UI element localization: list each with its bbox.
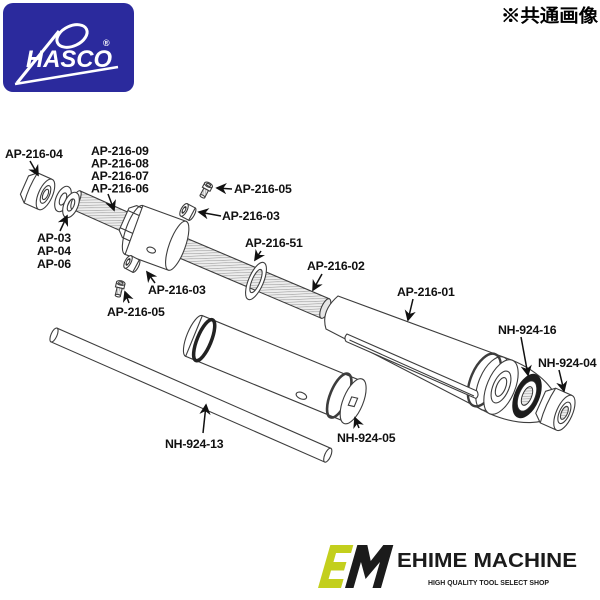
leader-arrow-nh-924-13 xyxy=(199,403,211,434)
part-sleeve-nh-924-05 xyxy=(182,314,367,425)
part-cylinder-ap-216-01 xyxy=(324,295,558,424)
leader-arrow-ap-216-05-bottom xyxy=(122,290,134,304)
leader-arrow-ap-216-05-top xyxy=(215,183,233,195)
part-screw-ap-216-05-top xyxy=(199,181,214,199)
part-label-ap-216-51: AP-216-51 xyxy=(245,236,303,250)
part-rod-nh-924-13 xyxy=(49,327,333,463)
part-oring-nh-924-16 xyxy=(512,373,542,419)
part-label-ap-216-03-top: AP-216-03 xyxy=(222,209,280,223)
part-label-ap-216-07: AP-216-07 xyxy=(91,169,149,183)
part-label-ap-216-09: AP-216-09 xyxy=(91,144,149,158)
hasco-swoosh-loop xyxy=(55,23,89,49)
leader-arrow-ap-216-06 xyxy=(105,193,116,212)
part-label-ap-03: AP-03 xyxy=(37,231,71,245)
part-label-ap-216-04: AP-216-04 xyxy=(5,147,63,161)
leader-arrow-nh-924-16 xyxy=(520,336,532,377)
coupler-side-hole xyxy=(146,246,157,254)
ehime-machine-wordmark: EHIME MACHINE xyxy=(397,550,577,572)
leader-arrow-nh-924-04 xyxy=(556,369,568,393)
leader-arrow-nh-924-05 xyxy=(353,416,364,429)
part-label-ap-216-05-top: AP-216-05 xyxy=(234,182,292,196)
sleeve-band-left xyxy=(191,317,217,363)
ehime-machine-tagline: HIGH QUALITY TOOL SELECT SHOP xyxy=(428,578,549,587)
part-label-nh-924-04: NH-924-04 xyxy=(538,356,597,370)
part-washer-ap-216-51 xyxy=(245,261,267,301)
em-logo-m xyxy=(345,545,394,588)
part-nut-ap-216-04 xyxy=(19,172,56,211)
leader-arrow-ap-216-04 xyxy=(28,160,39,177)
part-label-ap-04: AP-04 xyxy=(37,244,71,258)
hasco-logo: HASCO ® xyxy=(3,3,134,92)
part-label-nh-924-16: NH-924-16 xyxy=(498,323,557,337)
part-bushing-ap-216-03-top xyxy=(179,202,197,222)
part-bushing-ap-216-03-bottom xyxy=(123,254,141,274)
leader-arrow-ap-216-51 xyxy=(254,248,265,262)
hasco-swoosh-underline xyxy=(14,65,119,86)
part-labels: AP-216-04 AP-216-09 AP-216-08 AP-216-07 … xyxy=(5,144,597,451)
hasco-registered-mark: ® xyxy=(103,38,110,48)
hasco-swoosh-diagonal xyxy=(15,30,61,84)
leader-arrows xyxy=(28,160,568,434)
part-coupler-body xyxy=(121,204,190,271)
em-logo-e xyxy=(318,545,354,588)
part-label-ap-216-03-bottom: AP-216-03 xyxy=(148,283,206,297)
part-screw-ap-216-05-bottom xyxy=(114,280,126,298)
ehime-machine-logo: EHIME MACHINE HIGH QUALITY TOOL SELECT S… xyxy=(318,545,577,588)
part-label-ap-06: AP-06 xyxy=(37,257,71,271)
ehime-logo-mark xyxy=(318,545,394,588)
part-label-ap-216-01: AP-216-01 xyxy=(397,285,455,299)
hasco-wordmark: HASCO xyxy=(26,46,112,73)
part-label-ap-216-08: AP-216-08 xyxy=(91,157,149,171)
leader-arrow-ap-216-03-bottom xyxy=(146,270,158,284)
leader-arrow-ap-216-01 xyxy=(404,298,416,322)
part-label-ap-216-02: AP-216-02 xyxy=(307,259,365,273)
part-threaded-rod-ap-216-02 xyxy=(167,233,332,319)
part-label-ap-216-06: AP-216-06 xyxy=(91,182,149,196)
part-label-nh-924-05: NH-924-05 xyxy=(337,431,396,445)
coupler-face xyxy=(165,220,190,271)
part-washers-ap-03 xyxy=(54,185,80,219)
sleeve-side-hole xyxy=(295,391,308,400)
part-label-ap-216-05-bottom: AP-216-05 xyxy=(107,305,165,319)
common-image-note: ※共通画像 xyxy=(501,6,599,26)
sleeve-square-hole xyxy=(347,396,359,408)
part-label-nh-924-13: NH-924-13 xyxy=(165,437,224,451)
leader-arrow-ap-216-02 xyxy=(312,273,323,292)
leader-arrow-ap-216-03-top xyxy=(197,208,222,220)
leader-arrow-ap-03 xyxy=(57,214,69,232)
part-nut-nh-924-04 xyxy=(535,387,576,432)
